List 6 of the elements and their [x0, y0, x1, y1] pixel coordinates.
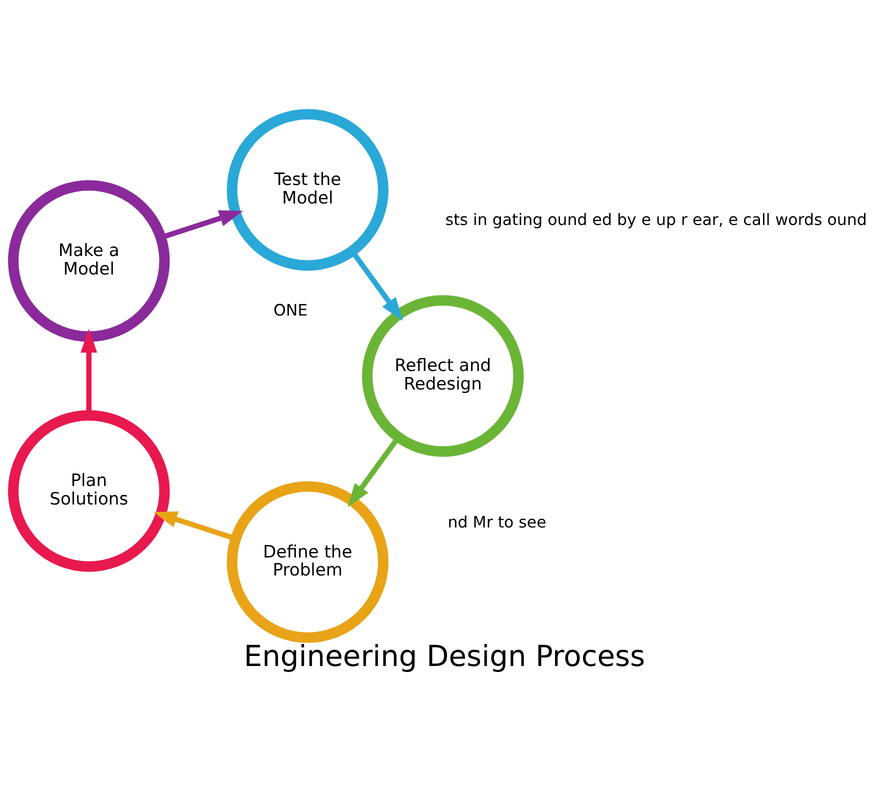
label: nd Mr to see [448, 512, 546, 531]
node-circle: Make a Model [8, 180, 170, 342]
node-circle: Plan Solutions [8, 410, 170, 572]
label: sts in gating ound ed by e up r ear, e call words ound [445, 209, 867, 228]
node-circle: Test the Model [226, 108, 389, 270]
label: ONE [273, 300, 308, 320]
